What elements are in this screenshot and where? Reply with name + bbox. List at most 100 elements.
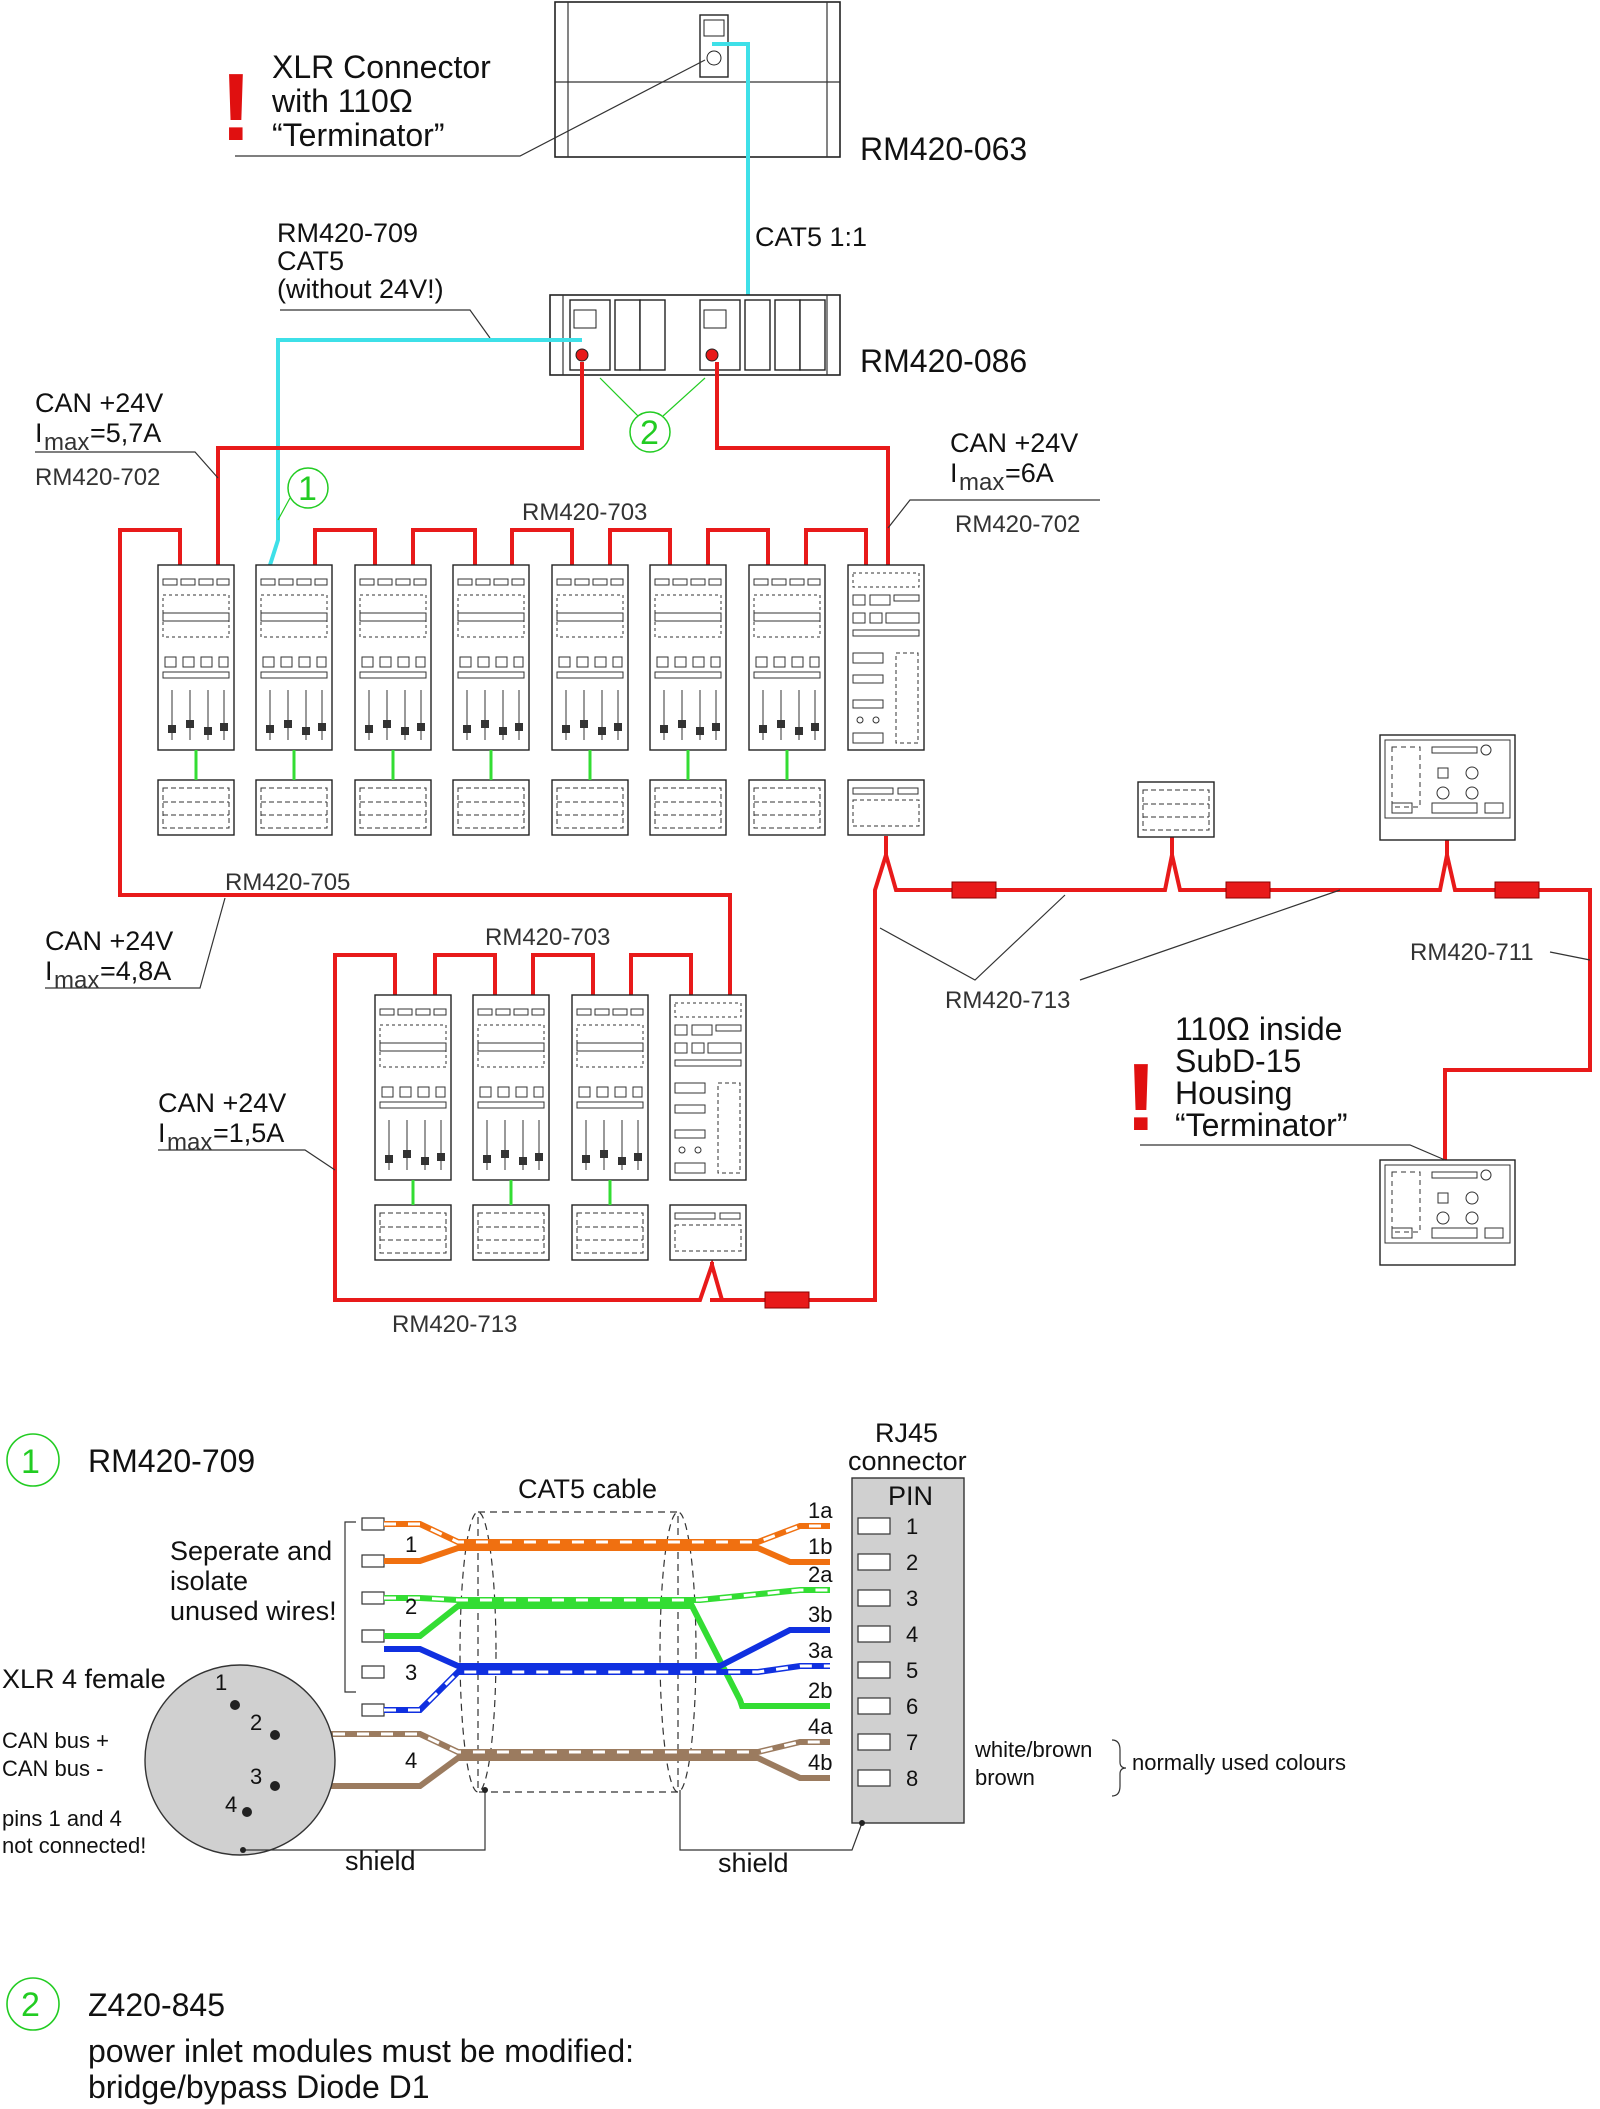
rm420-705-label: RM420-705 bbox=[225, 869, 350, 896]
cat5-1-1-label: CAT5 1:1 bbox=[755, 222, 867, 252]
normally-used-label: normally used colours bbox=[1132, 1750, 1346, 1775]
imax-i-3: I bbox=[45, 956, 53, 986]
rj45-pin-number: 1 bbox=[906, 1514, 918, 1539]
subd15-label: SubD-15 bbox=[1175, 1043, 1301, 1079]
imax-15-label: =1,5A bbox=[213, 1118, 284, 1148]
marker-1: 1 bbox=[298, 470, 317, 508]
rm420-713-label-2: RM420-713 bbox=[392, 1311, 517, 1338]
fader-module-row-2 bbox=[374, 994, 747, 1261]
wire-end-label: 3b bbox=[808, 1602, 832, 1627]
rm420-702-label-1: RM420-702 bbox=[35, 464, 160, 491]
xlr4-connector bbox=[144, 1664, 336, 1856]
rj45-pin-number: 7 bbox=[906, 1730, 918, 1755]
housing-label: Housing bbox=[1175, 1075, 1292, 1111]
terminator-label-2: “Terminator” bbox=[1175, 1107, 1347, 1143]
imax-48-label: =4,8A bbox=[100, 956, 171, 986]
imax-i-1: I bbox=[35, 418, 43, 448]
can-24v-label-3: CAN +24V bbox=[45, 926, 173, 956]
shield-label-1: shield bbox=[345, 1846, 416, 1876]
legend-1-title: RM420-709 bbox=[88, 1443, 255, 1479]
rj45-pin-number: 2 bbox=[906, 1550, 918, 1575]
bus-connector-markers bbox=[764, 881, 1540, 1309]
wire-end-label: 2a bbox=[808, 1562, 833, 1587]
rm420-703-label-1: RM420-703 bbox=[522, 499, 647, 526]
wire-pair-number: 3 bbox=[405, 1660, 417, 1685]
rj45-pin-slot bbox=[857, 1589, 891, 1607]
warning-icon: ! bbox=[220, 54, 252, 161]
separate-note-1: Seperate and bbox=[170, 1536, 332, 1566]
rm420-703-label-2: RM420-703 bbox=[485, 924, 610, 951]
cat5-cable-label: CAT5 cable bbox=[518, 1474, 657, 1504]
rm420-713-label-1: RM420-713 bbox=[945, 987, 1070, 1014]
legend-2-title: Z420-845 bbox=[88, 1987, 225, 2023]
wire-end-label: 4a bbox=[808, 1714, 833, 1739]
can-24v-label-2: CAN +24V bbox=[950, 428, 1078, 458]
xlr-pin-number: 3 bbox=[250, 1764, 262, 1789]
rm420-086-unit bbox=[549, 294, 841, 376]
remote-panel-top bbox=[1379, 734, 1516, 841]
rj45-pin-slot bbox=[857, 1661, 891, 1679]
separate-note-2: isolate bbox=[170, 1566, 248, 1596]
imax-sub-3: max bbox=[54, 967, 99, 994]
wire-pair-number: 1 bbox=[405, 1532, 417, 1557]
brown-label: brown bbox=[975, 1765, 1035, 1790]
wire-end-label: 1a bbox=[808, 1498, 833, 1523]
xlr-pin-number: 2 bbox=[250, 1710, 262, 1735]
shield-label-2: shield bbox=[718, 1848, 789, 1878]
legend-item-1: 1 RM420-709 bbox=[6, 1433, 255, 1487]
rj45-pin-slot bbox=[857, 1697, 891, 1715]
wire-pair-number: 4 bbox=[405, 1748, 417, 1773]
fader-module-row-1 bbox=[157, 564, 925, 836]
imax-sub-4: max bbox=[167, 1129, 212, 1156]
canbus-minus-label: CAN bus - bbox=[2, 1756, 103, 1781]
remote-panel-bottom bbox=[1379, 1159, 1516, 1266]
connector-label: connector bbox=[848, 1446, 967, 1476]
can-24v-label-4: CAN +24V bbox=[158, 1088, 286, 1118]
rm420-063-label: RM420-063 bbox=[860, 131, 1027, 167]
separate-note-3: unused wires! bbox=[170, 1596, 337, 1626]
warning-icon-2: ! bbox=[1125, 1044, 1157, 1151]
rj45-pin-slot bbox=[857, 1517, 891, 1535]
imax-i-4: I bbox=[158, 1118, 166, 1148]
rm420-711-label: RM420-711 bbox=[1410, 939, 1534, 966]
without-24v-label: (without 24V!) bbox=[277, 274, 444, 304]
imax-sub-2: max bbox=[959, 469, 1004, 496]
white-brown-label: white/brown bbox=[974, 1737, 1092, 1762]
legend-2-line1: power inlet modules must be modified: bbox=[88, 2033, 634, 2069]
rj45-pin-slot bbox=[857, 1625, 891, 1643]
wire-pair-numbers: 1 2 3 4 bbox=[405, 1532, 417, 1773]
wire-pair-number: 2 bbox=[405, 1594, 417, 1619]
imax-57-label: =5,7A bbox=[90, 418, 161, 448]
with-110-label: with 110Ω bbox=[271, 83, 413, 119]
wire-end-label: 1b bbox=[808, 1534, 832, 1559]
wire-end-label: 2b bbox=[808, 1678, 832, 1703]
rm420-702-label-2: RM420-702 bbox=[955, 511, 1080, 538]
rj45-label: RJ45 bbox=[875, 1418, 938, 1448]
xlr-pin-number: 1 bbox=[215, 1670, 227, 1695]
terminator-label: “Terminator” bbox=[272, 117, 444, 153]
cat5-label: CAT5 bbox=[277, 246, 344, 276]
pins-nc-2: not connected! bbox=[2, 1833, 146, 1858]
rj45-connector bbox=[851, 1477, 965, 1824]
rj45-pin-slot bbox=[857, 1733, 891, 1751]
can-24v-label-1: CAN +24V bbox=[35, 388, 163, 418]
legend-2-num: 2 bbox=[21, 1986, 40, 2024]
legend-item-2: 2 Z420-845 power inlet modules must be m… bbox=[6, 1977, 634, 2105]
rj45-pin-number: 6 bbox=[906, 1694, 918, 1719]
imax-6-label: =6A bbox=[1005, 458, 1054, 488]
rj45-pin-number: 5 bbox=[906, 1658, 918, 1683]
marker-2: 2 bbox=[640, 414, 659, 452]
canbus-plus-label: CAN bus + bbox=[2, 1728, 109, 1753]
rj45-pin-number: 8 bbox=[906, 1766, 918, 1791]
pins-nc-1: pins 1 and 4 bbox=[2, 1806, 122, 1831]
wire-end-label: 3a bbox=[808, 1638, 833, 1663]
pin-header: PIN bbox=[888, 1481, 933, 1511]
inside-110-label: 110Ω inside bbox=[1175, 1011, 1342, 1047]
rm420-709-label: RM420-709 bbox=[277, 218, 418, 248]
rm420-086-label: RM420-086 bbox=[860, 343, 1027, 379]
legend-1-num: 1 bbox=[21, 1443, 40, 1481]
